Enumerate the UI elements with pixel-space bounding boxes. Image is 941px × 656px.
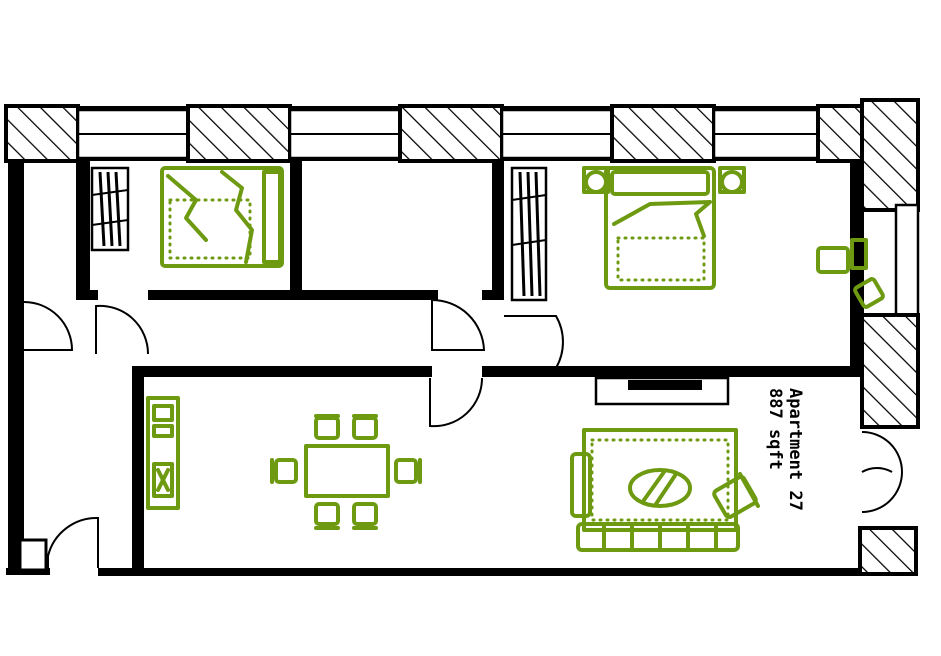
door-swing-icon bbox=[23, 299, 903, 568]
furniture bbox=[146, 166, 885, 552]
wardrobe-icon bbox=[510, 166, 548, 302]
apartment-name: Apartment 27 bbox=[785, 388, 805, 511]
right-exterior-wall bbox=[858, 98, 920, 576]
bed-icon bbox=[160, 166, 284, 268]
armchair-icon bbox=[712, 472, 760, 520]
window-icon bbox=[894, 203, 920, 317]
dining-table-icon bbox=[270, 414, 422, 530]
wardrobe-icon bbox=[90, 166, 130, 252]
kitchen-counter-icon bbox=[146, 396, 180, 510]
bed-icon bbox=[582, 166, 746, 290]
sofa-icon bbox=[570, 428, 740, 552]
walls bbox=[6, 160, 864, 576]
apartment-area: 887 sqft bbox=[765, 388, 785, 470]
apartment-label: Apartment 27 887 sqft bbox=[765, 388, 805, 511]
media-console bbox=[594, 376, 730, 406]
top-exterior-wall bbox=[4, 104, 920, 163]
desk-chair-icon bbox=[816, 238, 885, 309]
coffee-table-icon bbox=[628, 468, 692, 508]
